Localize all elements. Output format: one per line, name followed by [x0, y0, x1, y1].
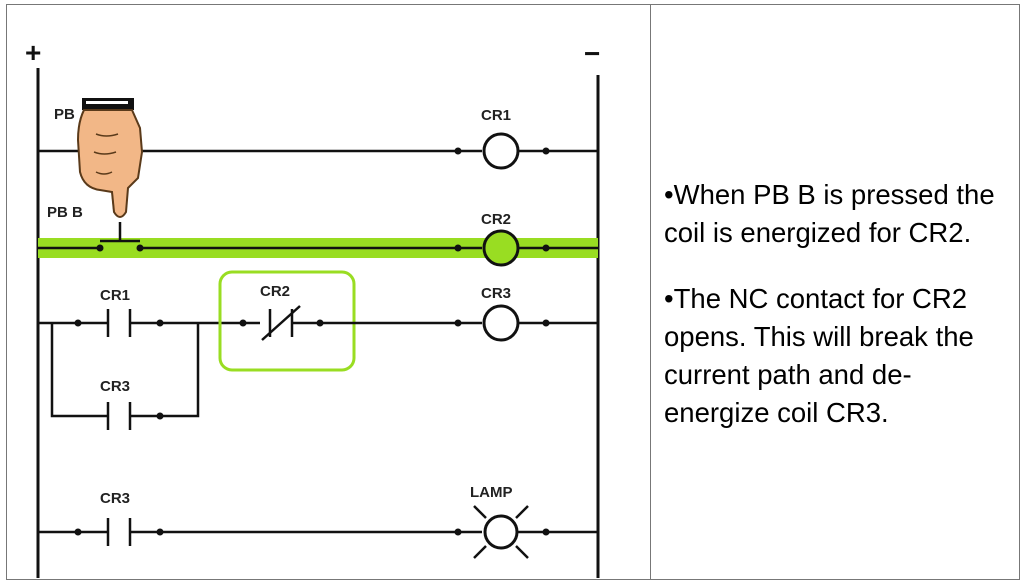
positive-rail-sign: + [25, 37, 41, 68]
lamp-icon [454, 505, 550, 559]
note-bullet-2: •The NC contact for CR2 opens. This will… [664, 283, 974, 428]
column-divider [650, 4, 651, 580]
hand-pointer-icon [76, 109, 144, 218]
note-bullet-1: •When PB B is pressed the coil is energi… [664, 179, 995, 248]
cr1-coil [482, 132, 520, 170]
cr2-contact-selection-box [218, 270, 356, 372]
pb-b-label: PB B [47, 204, 83, 221]
cr2-coil [482, 229, 520, 267]
explanation-text: •When PB B is pressed the coil is energi… [664, 176, 1012, 460]
negative-rail-sign: − [584, 38, 600, 69]
cr3-lamp-contact-label: CR3 [100, 490, 130, 507]
cr1-coil-label: CR1 [481, 107, 511, 124]
slide-frame [6, 4, 1020, 580]
rung-cr3: CR1 CR3 CR2 CR3 [38, 270, 598, 430]
rung-cr2: CR2 PB B [38, 204, 598, 267]
cr3-coil-label: CR3 [481, 285, 511, 302]
lamp-label: LAMP [470, 484, 513, 501]
cr3-no-contact-branch [106, 402, 132, 430]
pb-a-label: PB [54, 106, 75, 123]
cr3-coil [482, 304, 520, 342]
cr3-no-contact-lamp [106, 518, 132, 546]
cr1-no-contact [106, 309, 132, 337]
cr2-contact-label: CR2 [260, 283, 290, 300]
rung-cr1: CR1 PB [38, 98, 598, 170]
cr3-branch-contact-label: CR3 [100, 378, 130, 395]
cr2-coil-label: CR2 [481, 211, 511, 228]
rung-lamp: CR3 LAMP [38, 484, 598, 559]
cr1-contact-label: CR1 [100, 287, 130, 304]
